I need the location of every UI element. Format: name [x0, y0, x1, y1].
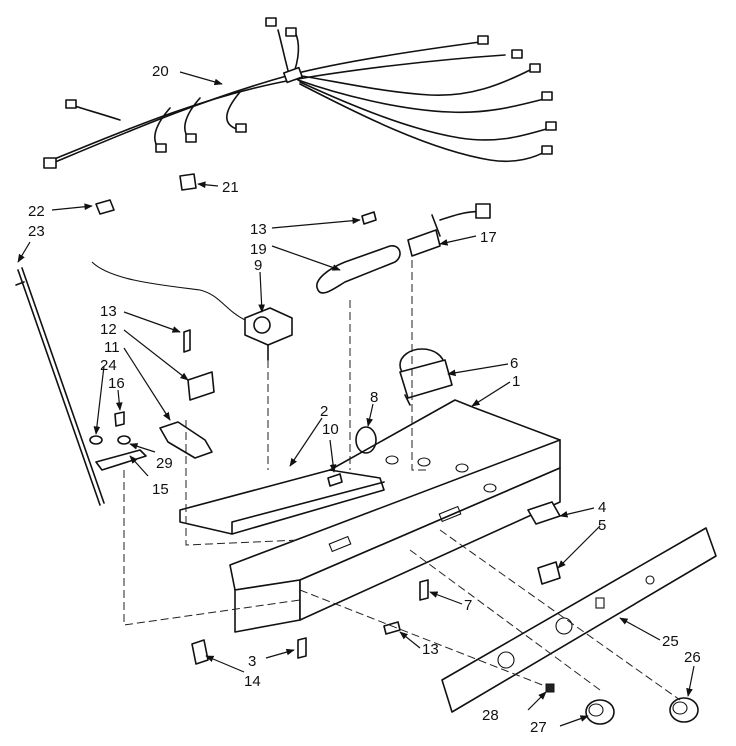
- thermostat-part-9: [91, 261, 293, 361]
- switch-part-5: [537, 561, 561, 585]
- label-part-24: 24: [100, 357, 117, 374]
- sensor-assembly: [316, 203, 491, 294]
- label-part-29: 29: [156, 455, 173, 472]
- label-part-6: 6: [510, 355, 518, 372]
- clip-part-21: [179, 173, 197, 191]
- label-part-9: 9: [254, 257, 262, 274]
- label-part-20: 20: [152, 63, 169, 80]
- label-part-13-left: 13: [100, 303, 117, 320]
- label-part-21: 21: [222, 179, 239, 196]
- label-part-17: 17: [480, 229, 497, 246]
- label-part-22: 22: [28, 203, 45, 220]
- label-part-28: 28: [482, 707, 499, 724]
- label-part-4: 4: [598, 499, 606, 516]
- clip-part-14: [191, 639, 209, 665]
- screw-part-13-bottom: [383, 621, 401, 635]
- label-part-15: 15: [152, 481, 169, 498]
- screw-part-10: [327, 473, 343, 487]
- label-part-14: 14: [244, 673, 261, 690]
- label-part-13-bottom: 13: [422, 641, 439, 658]
- wiring-harness: [43, 17, 557, 169]
- knob-part-27: [585, 699, 615, 725]
- leader-lines: [17, 71, 695, 727]
- clip-part-22: [95, 199, 115, 215]
- label-part-10: 10: [322, 421, 339, 438]
- label-part-3: 3: [248, 653, 256, 670]
- label-part-26: 26: [684, 649, 701, 666]
- rod-part-23: [17, 269, 101, 506]
- defrost-timer-part-6: [399, 348, 453, 406]
- knob-part-26: [669, 697, 699, 723]
- label-part-12: 12: [100, 321, 117, 338]
- label-part-25: 25: [662, 633, 679, 650]
- label-part-13-top: 13: [250, 221, 267, 238]
- label-part-11: 11: [104, 339, 120, 356]
- control-housing-part-1: [229, 399, 561, 633]
- label-part-1: 1: [512, 373, 520, 390]
- label-part-2: 2: [320, 403, 328, 420]
- alignment-lines: [123, 260, 681, 701]
- control-panel-part-25: [441, 527, 717, 713]
- label-part-7: 7: [464, 597, 472, 614]
- label-part-5: 5: [598, 517, 606, 534]
- screw-part-3: [297, 637, 307, 659]
- screw-part-7: [419, 579, 429, 601]
- label-part-23: 23: [28, 223, 45, 240]
- label-part-8: 8: [370, 389, 378, 406]
- label-part-27: 27: [530, 719, 547, 736]
- label-part-19: 19: [250, 241, 267, 258]
- label-part-16: 16: [108, 375, 125, 392]
- part-labels: 20 21 22 23 13 19 17 9 13 12 11 24 16 6 …: [28, 63, 701, 736]
